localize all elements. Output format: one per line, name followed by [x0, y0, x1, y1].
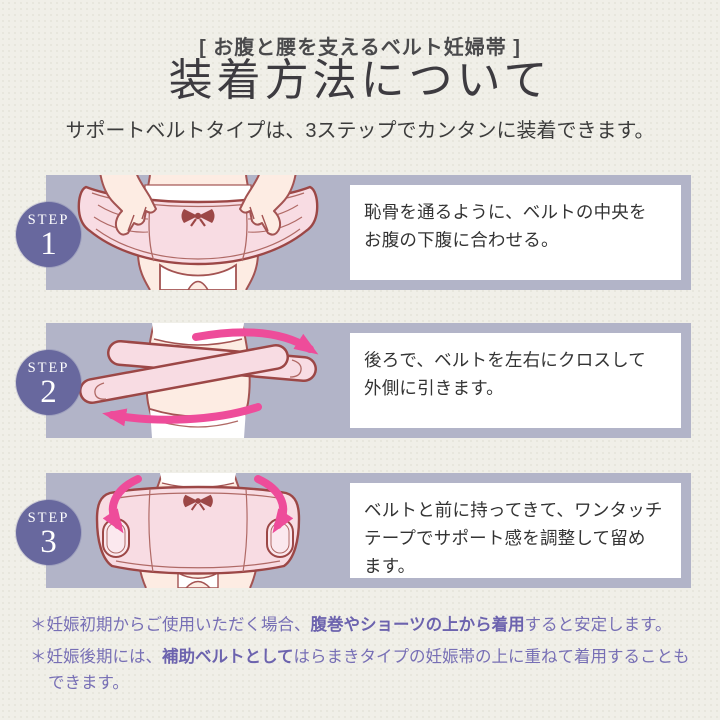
step-3-instruction-box: ベルトと前に持ってきて、ワンタッチ テープでサポート感を調整して留め ます。	[350, 483, 681, 578]
step-3-badge-number: 3	[40, 524, 57, 560]
step-2-badge-number: 2	[40, 374, 57, 410]
step-3-badge: STEP 3	[16, 500, 81, 565]
step-2-instruction-box: 後ろで、ベルトを左右にクロスして 外側に引きます。	[350, 333, 681, 428]
note-1-prefix: ＊妊娠初期からご使用いただく場合、	[30, 616, 311, 634]
note-1-bold: 腹巻やショーツの上から着用	[310, 616, 525, 634]
step-2-badge: STEP 2	[16, 350, 81, 415]
step-1-panel: 恥骨を通るように、ベルトの中央を お腹の下腹に合わせる。	[46, 175, 691, 290]
tagline: [ お腹と腰を支えるベルト妊婦帯 ]	[199, 37, 521, 59]
step-3-instruction-text: ベルトと前に持ってきて、ワンタッチ テープでサポート感を調整して留め ます。	[364, 500, 663, 576]
note-2-suffix: はらまきタイプの妊娠帯の上に重ねて着用することも できます。	[48, 648, 690, 692]
step-2-back-cross-belt-illustration	[79, 323, 319, 438]
page-title: 装着方法について	[168, 56, 552, 105]
note-1-suffix: すると安定します。	[524, 616, 672, 634]
step-1-instruction-box: 恥骨を通るように、ベルトの中央を お腹の下腹に合わせる。	[350, 185, 681, 280]
step-3-front-fasten-tape-illustration	[95, 473, 301, 588]
note-late-pregnancy: ＊妊娠後期には、補助ベルトとしてはらまきタイプの妊娠帯の上に重ねて着用することも…	[30, 644, 715, 696]
fasten-left-arrow-icon	[102, 475, 142, 534]
pull-right-arrow-icon	[192, 328, 319, 355]
step-3-row: ベルトと前に持ってきて、ワンタッチ テープでサポート感を調整して留め ます。 S…	[0, 473, 720, 588]
step-1-row: 恥骨を通るように、ベルトの中央を お腹の下腹に合わせる。 STEP 1	[0, 175, 720, 290]
step-2-badge-label: STEP	[27, 360, 70, 376]
step-1-front-holding-belt-illustration	[77, 175, 319, 290]
usage-notes: ＊妊娠初期からご使用いただく場合、腹巻やショーツの上から着用すると安定します。 …	[30, 612, 715, 702]
underwear-panty	[177, 571, 219, 588]
step-1-badge-label: STEP	[27, 212, 70, 228]
step-2-instruction-text: 後ろで、ベルトを左右にクロスして 外側に引きます。	[364, 350, 646, 398]
fasten-right-arrow-icon	[254, 475, 294, 534]
belt-strap-left	[79, 344, 289, 404]
note-early-pregnancy: ＊妊娠初期からご使用いただく場合、腹巻やショーツの上から着用すると安定します。	[30, 612, 715, 638]
step-1-instruction-text: 恥骨を通るように、ベルトの中央を お腹の下腹に合わせる。	[364, 202, 647, 250]
belt-wrapped-front	[95, 485, 301, 575]
pull-left-arrow-icon	[102, 403, 262, 427]
step-2-row: 後ろで、ベルトを左右にクロスして 外側に引きます。 STEP 2	[0, 323, 720, 438]
note-2-prefix: ＊妊娠後期には、	[30, 648, 162, 666]
subtitle: サポートベルトタイプは、3ステップでカンタンに装着できます。	[65, 120, 655, 142]
note-2-bold: 補助ベルトとして	[162, 648, 294, 666]
underwear-panty	[159, 263, 237, 290]
step-3-badge-label: STEP	[27, 510, 70, 526]
step-1-badge-number: 1	[40, 226, 57, 262]
step-1-badge: STEP 1	[16, 202, 81, 267]
step-2-panel: 後ろで、ベルトを左右にクロスして 外側に引きます。	[46, 323, 691, 438]
underwear-top	[160, 473, 236, 488]
step-3-panel: ベルトと前に持ってきて、ワンタッチ テープでサポート感を調整して留め ます。	[46, 473, 691, 588]
